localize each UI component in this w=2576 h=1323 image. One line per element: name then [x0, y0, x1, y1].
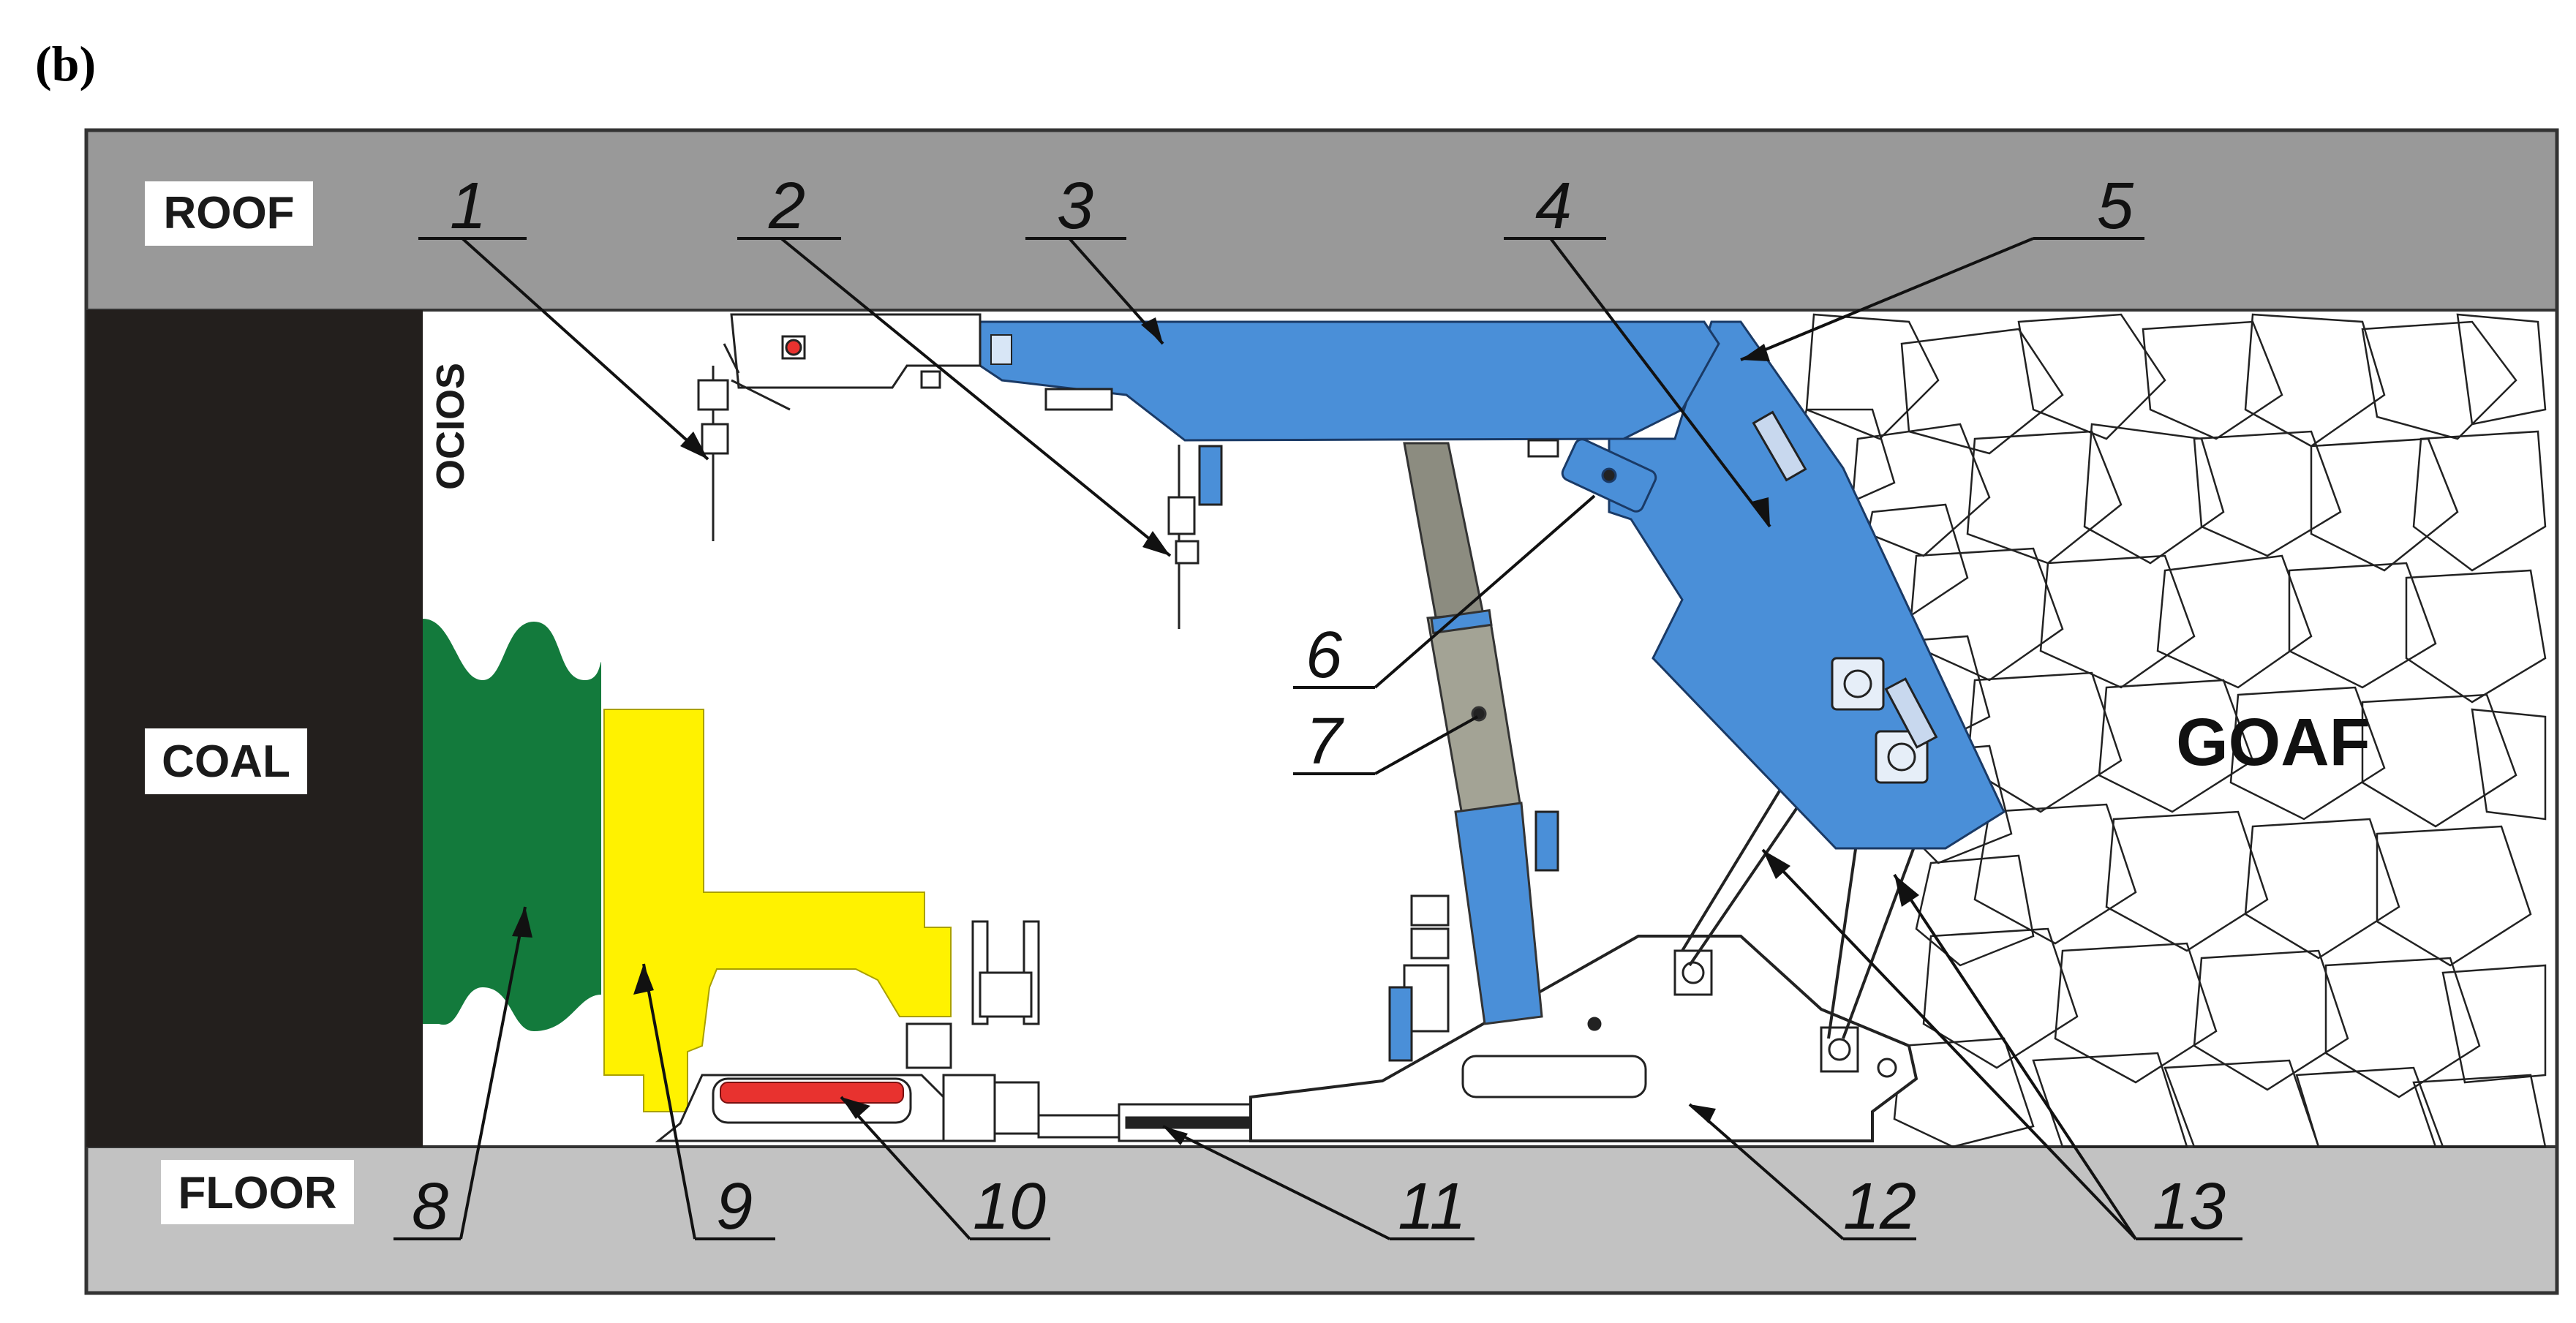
lemniscate-links	[1681, 781, 1918, 1039]
callout-13: 13	[2153, 1170, 2226, 1243]
callout-12: 12	[1843, 1170, 1916, 1243]
rear-canopy-edges	[1752, 410, 1938, 749]
roof-band	[85, 129, 2558, 312]
hydraulic-prop	[1403, 442, 1543, 1025]
roof-label-box	[145, 181, 313, 246]
roof-label: ROOF	[163, 188, 294, 238]
chain-red	[720, 1082, 904, 1104]
coal-label-box	[145, 728, 307, 794]
floor-label-box	[161, 1160, 354, 1224]
goaf-label: GOAF	[2176, 705, 2370, 780]
valve-block	[1388, 810, 1559, 1062]
support-base	[1249, 935, 1918, 1142]
canopy-actuator	[1527, 438, 1657, 513]
relay-bar	[1118, 1097, 1267, 1142]
callout-6: 6	[1306, 619, 1343, 692]
callout-9: 9	[716, 1170, 753, 1243]
callout-8: 8	[412, 1170, 448, 1243]
main-canopy	[979, 320, 1720, 442]
shearer-drum	[423, 619, 601, 1031]
callout-2: 2	[768, 170, 805, 243]
callout-11: 11	[1398, 1170, 1466, 1243]
fore-canopy-detail	[781, 335, 941, 389]
canopy-slot	[990, 334, 1012, 365]
fore-canopy	[730, 313, 982, 389]
callout-1: 1	[450, 170, 486, 243]
conveyor-body	[603, 709, 952, 1112]
ocios-label: OCIOS	[429, 363, 472, 490]
coal-label: COAL	[162, 736, 290, 787]
callout-arrowheads	[512, 317, 1919, 1145]
callout-5: 5	[2097, 170, 2134, 243]
face-shield-plate	[697, 343, 791, 541]
side-shield	[1044, 388, 1223, 629]
callout-leaders	[393, 237, 2242, 1240]
callout-10: 10	[973, 1170, 1046, 1243]
floor-label: FLOOR	[178, 1168, 337, 1218]
floor-band	[85, 1145, 2558, 1294]
panel-label: (b)	[35, 36, 96, 91]
base-pins	[1587, 949, 1897, 1078]
callout-7: 7	[1306, 705, 1344, 778]
base-cylinder	[1461, 1055, 1647, 1098]
callout-4: 4	[1535, 170, 1572, 243]
callout-3: 3	[1057, 170, 1093, 243]
